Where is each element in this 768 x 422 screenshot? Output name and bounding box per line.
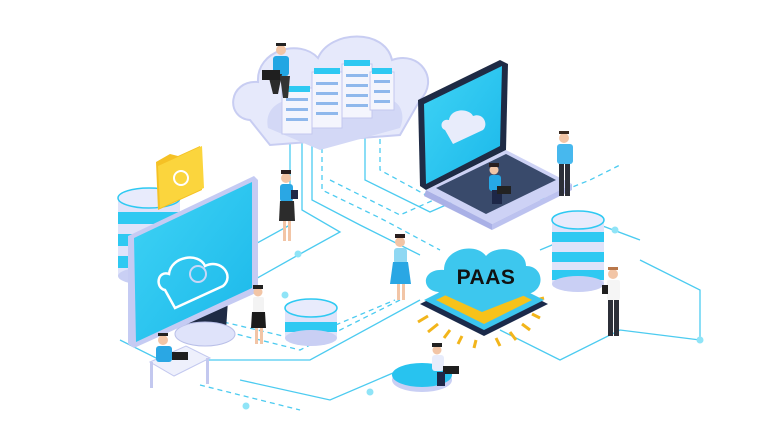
laptop: [418, 60, 572, 230]
database-small: [284, 298, 338, 346]
folder: [156, 146, 204, 210]
paas-label: PAAS: [456, 266, 516, 289]
person-woman-blue-dress: [390, 234, 411, 300]
cloud-server-rack: [232, 35, 430, 150]
person-man-on-cloud: [262, 43, 290, 98]
person-man-with-tablet: [602, 267, 620, 336]
database-right: [551, 210, 605, 292]
monitor: [128, 176, 258, 348]
person-man-standing-laptop: [557, 131, 573, 196]
paas-chip: [417, 248, 548, 349]
person-woman-with-folder: [279, 170, 298, 241]
person-woman-on-disc: [432, 343, 459, 386]
person-woman-black-skirt: [251, 285, 266, 344]
person-man-at-desk: [148, 333, 212, 388]
person-woman-laptop: [489, 163, 511, 204]
